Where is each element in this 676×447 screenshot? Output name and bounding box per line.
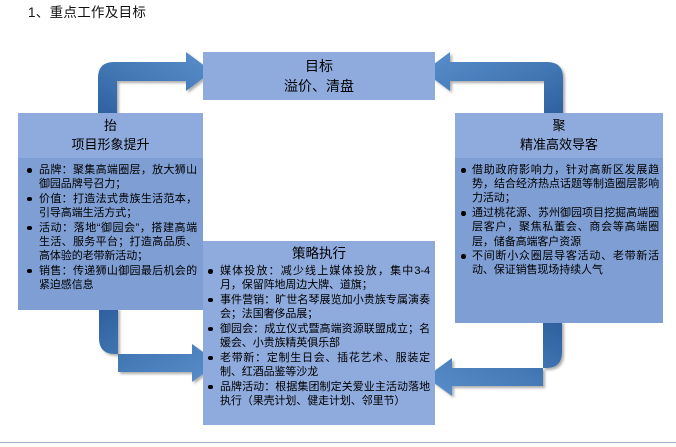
strategy-execution-box: 策略执行 媒体投放：减少线上媒体投放，集中3-4月，保留阵地周边大牌、道旗； 事… (203, 241, 435, 425)
goal-subtitle: 溢价、清盘 (284, 77, 354, 94)
left-pillar-subtitle: 项目形象提升 (71, 137, 150, 152)
left-pillar-bullet-list: 品牌：聚集高端圈层，放大狮山御园品牌号召力； 价值：打造法式贵族生活范本，引导高… (24, 163, 197, 292)
arrow-right-pillar-to-center (426, 321, 562, 396)
arrow-left-pillar-to-goal (98, 52, 212, 116)
right-pillar-bullet-list: 借助政府影响力，针对高新区发展趋势，结合经济热点话题等制造圈层影响力活动； 通过… (459, 163, 659, 278)
strategy-execution-list-wrap: 媒体投放：减少线上媒体投放，集中3-4月，保留阵地周边大牌、道旗； 事件营销：旷… (203, 264, 435, 408)
list-item: 事件营销：旷世名琴展览加小贵族专属演奏会；法国奢侈品展； (207, 293, 430, 321)
list-item: 品牌活动：根据集团制定关爱业主活动落地执行（果壳计划、健走计划、邻里节） (207, 380, 430, 408)
footer-divider (0, 442, 676, 443)
list-item: 御园会：成立仪式暨高端资源联盟成立；名媛会、小贵族精英俱乐部 (207, 322, 430, 350)
left-pillar-keyword: 抬 (103, 118, 117, 133)
goal-title: 目标 (305, 57, 333, 74)
arrow-right-pillar-to-goal (424, 52, 563, 116)
list-item: 老带新：定制生日会、插花艺术、服装定制、红酒品鉴等沙龙 (207, 351, 430, 379)
list-item: 通过桃花源、苏州御园项目挖掘高端圈层客户，聚焦私董会、商会等高端圈层，储备高端客… (459, 206, 659, 249)
strategy-execution-bullet-list: 媒体投放：减少线上媒体投放，集中3-4月，保留阵地周边大牌、道旗； 事件营销：旷… (207, 264, 430, 408)
list-item: 活动：落地“御园会”，搭建高端生活、服务平台；打造高品质、高体验的老带新活动； (24, 221, 197, 264)
right-pillar-body: 借助政府影响力，针对高新区发展趋势，结合经济热点话题等制造圈层影响力活动； 通过… (455, 158, 663, 323)
list-item: 不间断小众圈层导客活动、老带新活动、保证销售现场持续人气 (459, 249, 659, 277)
list-item: 媒体投放：减少线上媒体投放，集中3-4月，保留阵地周边大牌、道旗； (207, 264, 430, 292)
left-pillar-header: 抬 项目形象提升 (18, 113, 203, 158)
goal-box: 目标 溢价、清盘 (203, 52, 435, 100)
list-item: 销售：传递狮山御园最后机会的紧迫感信息 (24, 264, 197, 292)
list-item: 品牌：聚集高端圈层，放大狮山御园品牌号召力； (24, 163, 197, 191)
arrow-left-pillar-to-center (99, 308, 218, 382)
left-pillar-body: 品牌：聚集高端圈层，放大狮山御园品牌号召力； 价值：打造法式贵族生活范本，引导高… (18, 158, 203, 310)
right-pillar-header: 聚 精准高效导客 (455, 113, 663, 158)
list-item: 借助政府影响力，针对高新区发展趋势，结合经济热点话题等制造圈层影响力活动； (459, 163, 659, 206)
right-pillar-subtitle: 精准高效导客 (519, 137, 598, 152)
right-pillar-keyword: 聚 (552, 118, 566, 133)
strategy-execution-title: 策略执行 (292, 246, 346, 261)
page-title: 1、重点工作及目标 (28, 5, 147, 20)
list-item: 价值：打造法式贵族生活范本，引导高端生活方式； (24, 192, 197, 220)
